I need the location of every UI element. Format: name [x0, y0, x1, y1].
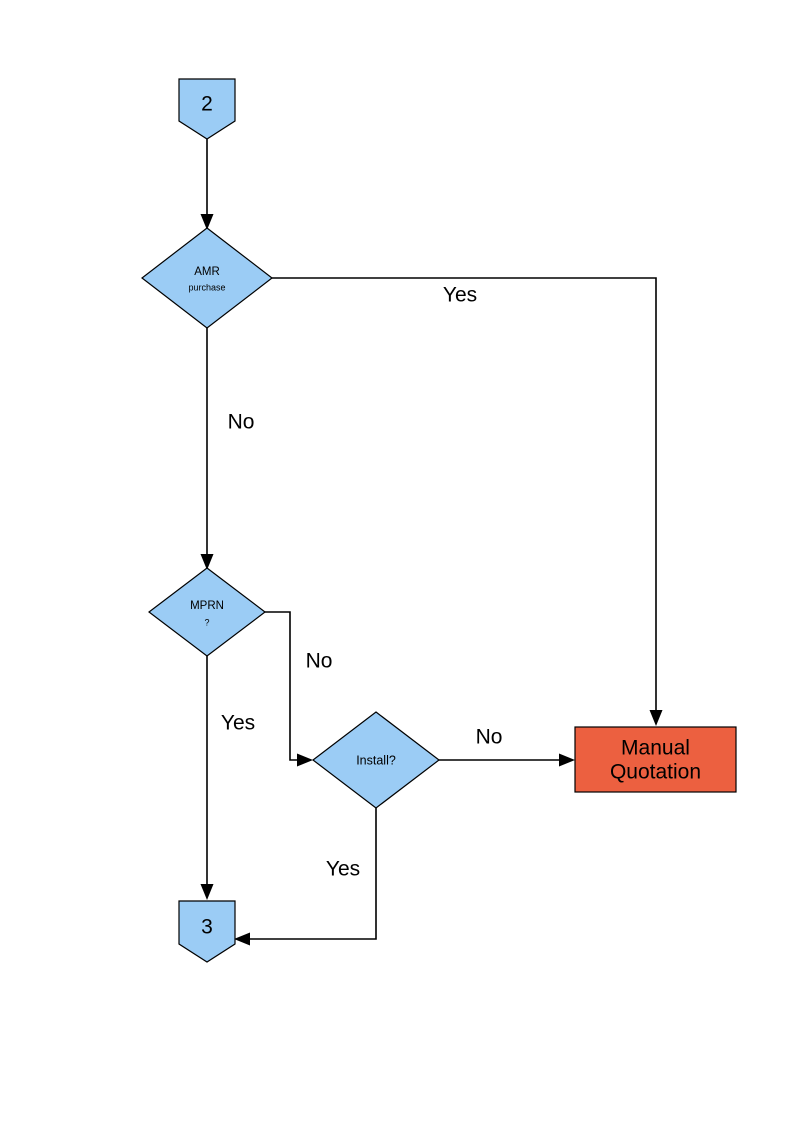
decision-mprn-label-line2: ? [204, 617, 209, 627]
decision-amr-label-line2: purchase [188, 282, 225, 292]
edge-mprn-no-arrowhead [297, 753, 313, 767]
edge-2-to-amr [200, 138, 214, 230]
edge-install-no-arrowhead [559, 753, 575, 767]
edge-mprn-no-line [265, 611, 302, 761]
edge-label-install-no: No [476, 726, 503, 749]
manual-quotation-label-line2: Quotation [610, 761, 701, 784]
connector-3-pentagon-shape[interactable] [178, 900, 236, 963]
decision-install-label: Install? [356, 753, 396, 767]
edge-amr-no: No [200, 328, 255, 570]
edge-install-no: No [439, 726, 575, 767]
edge-install-yes-line [246, 808, 377, 940]
edge-label-amr-no: No [228, 411, 255, 434]
decision-mprn-diamond-shape[interactable] [148, 567, 266, 657]
connector-2-label: 2 [201, 93, 213, 116]
decision-amr-diamond-shape[interactable] [141, 227, 273, 329]
edge-mprn-yes-arrowhead [200, 884, 214, 900]
edge-label-mprn-no: No [306, 650, 333, 673]
decision-mprn-label-line1: MPRN [190, 600, 224, 612]
edge-install-yes: Yes [234, 808, 377, 946]
manual-quotation-label-line1: Manual [621, 737, 690, 760]
node-decision-install[interactable]: Install? [312, 711, 440, 809]
node-connector-3[interactable]: 3 [178, 900, 236, 963]
decision-amr-label-line1: AMR [194, 266, 220, 278]
decision-install-diamond-shape[interactable] [312, 711, 440, 809]
edge-amr-yes-arrowhead [649, 710, 663, 726]
node-decision-mprn[interactable]: MPRN ? [148, 567, 266, 657]
node-connector-2[interactable]: 2 [178, 78, 236, 140]
edge-label-mprn-yes: Yes [221, 712, 255, 735]
edge-amr-yes: Yes [272, 277, 663, 726]
edge-amr-no-arrowhead [200, 554, 214, 570]
manual-quotation-rect-shape[interactable] [574, 726, 737, 793]
edge-label-amr-yes: Yes [443, 284, 477, 307]
edge-2-to-amr-arrowhead [200, 214, 214, 230]
edge-mprn-no: No [265, 611, 333, 767]
node-manual-quotation[interactable]: Manual Quotation [574, 726, 737, 793]
edge-amr-yes-line [272, 277, 657, 714]
edge-label-install-yes: Yes [326, 858, 360, 881]
connector-3-label: 3 [201, 916, 213, 939]
edge-install-yes-arrowhead [234, 932, 250, 946]
node-decision-amr[interactable]: AMR purchase [141, 227, 273, 329]
edge-mprn-yes: Yes [200, 656, 255, 900]
connector-2-pentagon-shape[interactable] [178, 78, 236, 140]
